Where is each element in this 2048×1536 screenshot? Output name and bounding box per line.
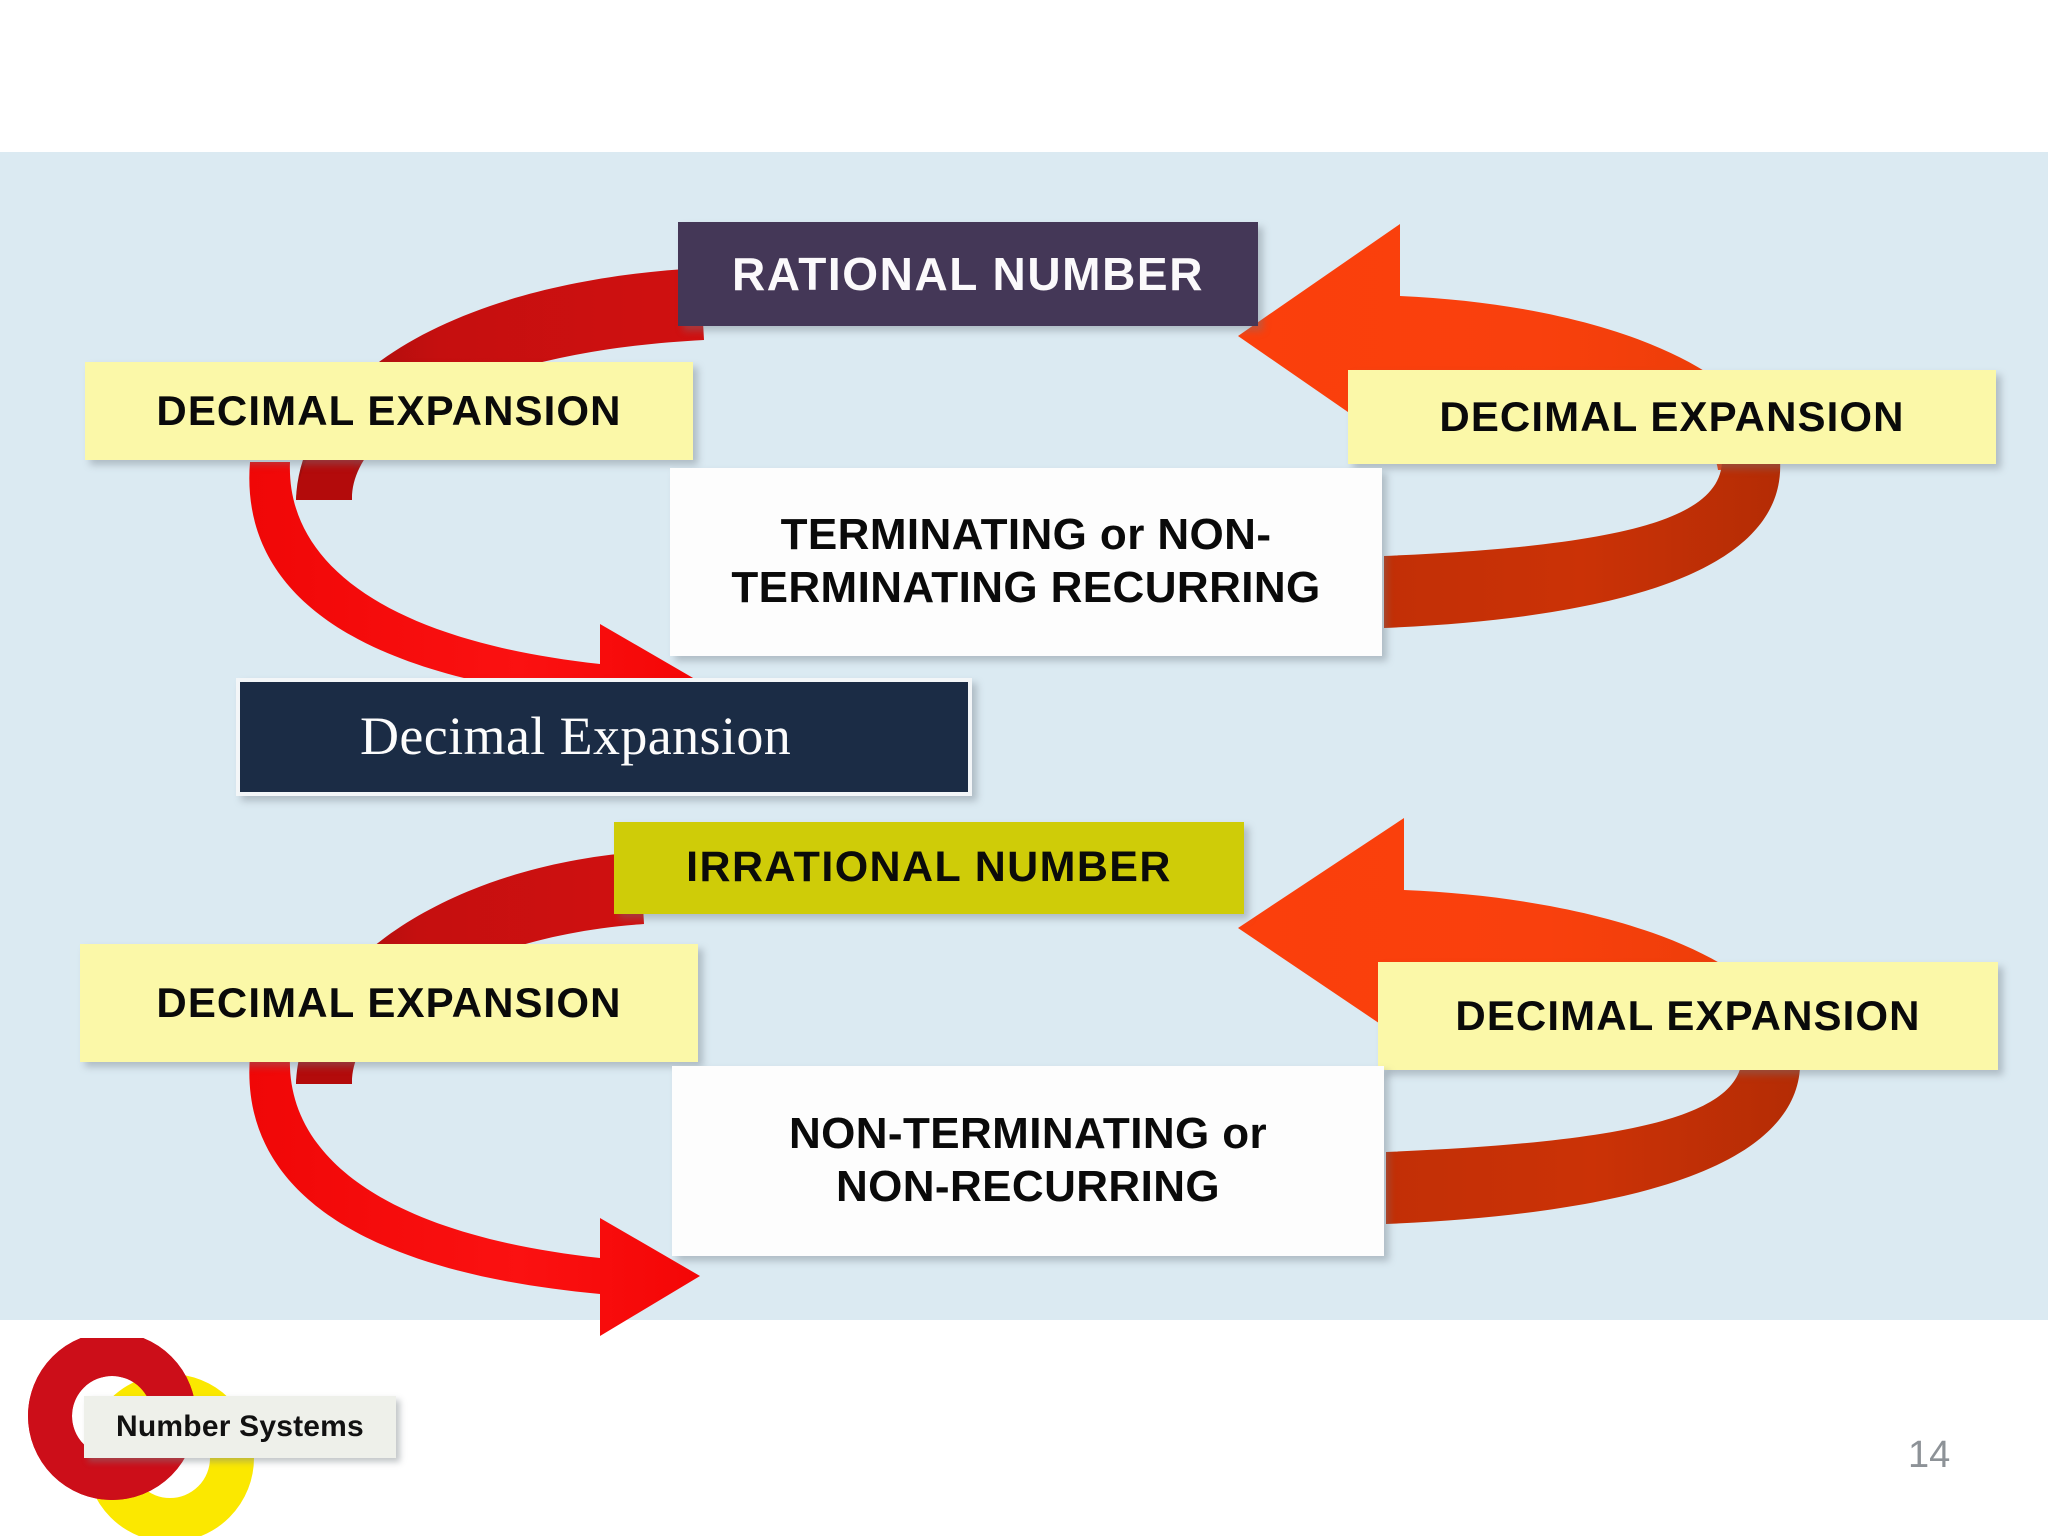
decimal-expansion-top-left-box[interactable]: DECIMAL EXPANSION [85, 362, 693, 460]
nonterminating-result-text: NON-TERMINATING or NON-RECURRING [672, 1108, 1384, 1214]
arrow-top-left-down [249, 462, 700, 742]
terminating-result-box[interactable]: TERMINATING or NON- TERMINATING RECURRIN… [670, 468, 1382, 656]
decimal-expansion-top-right-label: DECIMAL EXPANSION [1439, 392, 1905, 440]
terminating-result-line1: TERMINATING or NON- [780, 510, 1272, 560]
rational-number-box[interactable]: RATIONAL NUMBER [678, 222, 1258, 326]
page-number: 14 [1908, 1434, 1951, 1476]
terminating-result-text: TERMINATING or NON- TERMINATING RECURRIN… [670, 509, 1382, 615]
nonterminating-result-box[interactable]: NON-TERMINATING or NON-RECURRING [672, 1066, 1384, 1256]
irrational-number-box[interactable]: IRRATIONAL NUMBER [614, 822, 1244, 914]
arrow-bottom-left-down [249, 1056, 700, 1336]
decimal-expansion-center-label: Decimal Expansion [360, 706, 792, 767]
decimal-expansion-bottom-right-box[interactable]: DECIMAL EXPANSION [1378, 962, 1998, 1070]
logo-caption-box[interactable]: Number Systems [84, 1396, 396, 1458]
decimal-expansion-top-left-label: DECIMAL EXPANSION [156, 386, 622, 434]
decimal-expansion-bottom-left-label: DECIMAL EXPANSION [156, 978, 622, 1026]
rational-number-label: RATIONAL NUMBER [731, 247, 1205, 300]
logo-caption-label: Number Systems [116, 1410, 364, 1443]
decimal-expansion-center-box[interactable]: Decimal Expansion [236, 678, 972, 796]
decimal-expansion-bottom-right-label: DECIMAL EXPANSION [1455, 991, 1921, 1039]
nonterminating-result-line1: NON-TERMINATING or [788, 1109, 1268, 1159]
decimal-expansion-bottom-left-box[interactable]: DECIMAL EXPANSION [80, 944, 698, 1062]
nonterminating-result-line2: NON-RECURRING [835, 1162, 1221, 1211]
irrational-number-label: IRRATIONAL NUMBER [686, 843, 1172, 892]
arrow-top-right-down [1384, 460, 1781, 628]
decimal-expansion-top-right-box[interactable]: DECIMAL EXPANSION [1348, 370, 1996, 464]
terminating-result-line2: TERMINATING RECURRING [731, 563, 1321, 612]
arrow-bottom-right-down [1386, 1056, 1801, 1224]
